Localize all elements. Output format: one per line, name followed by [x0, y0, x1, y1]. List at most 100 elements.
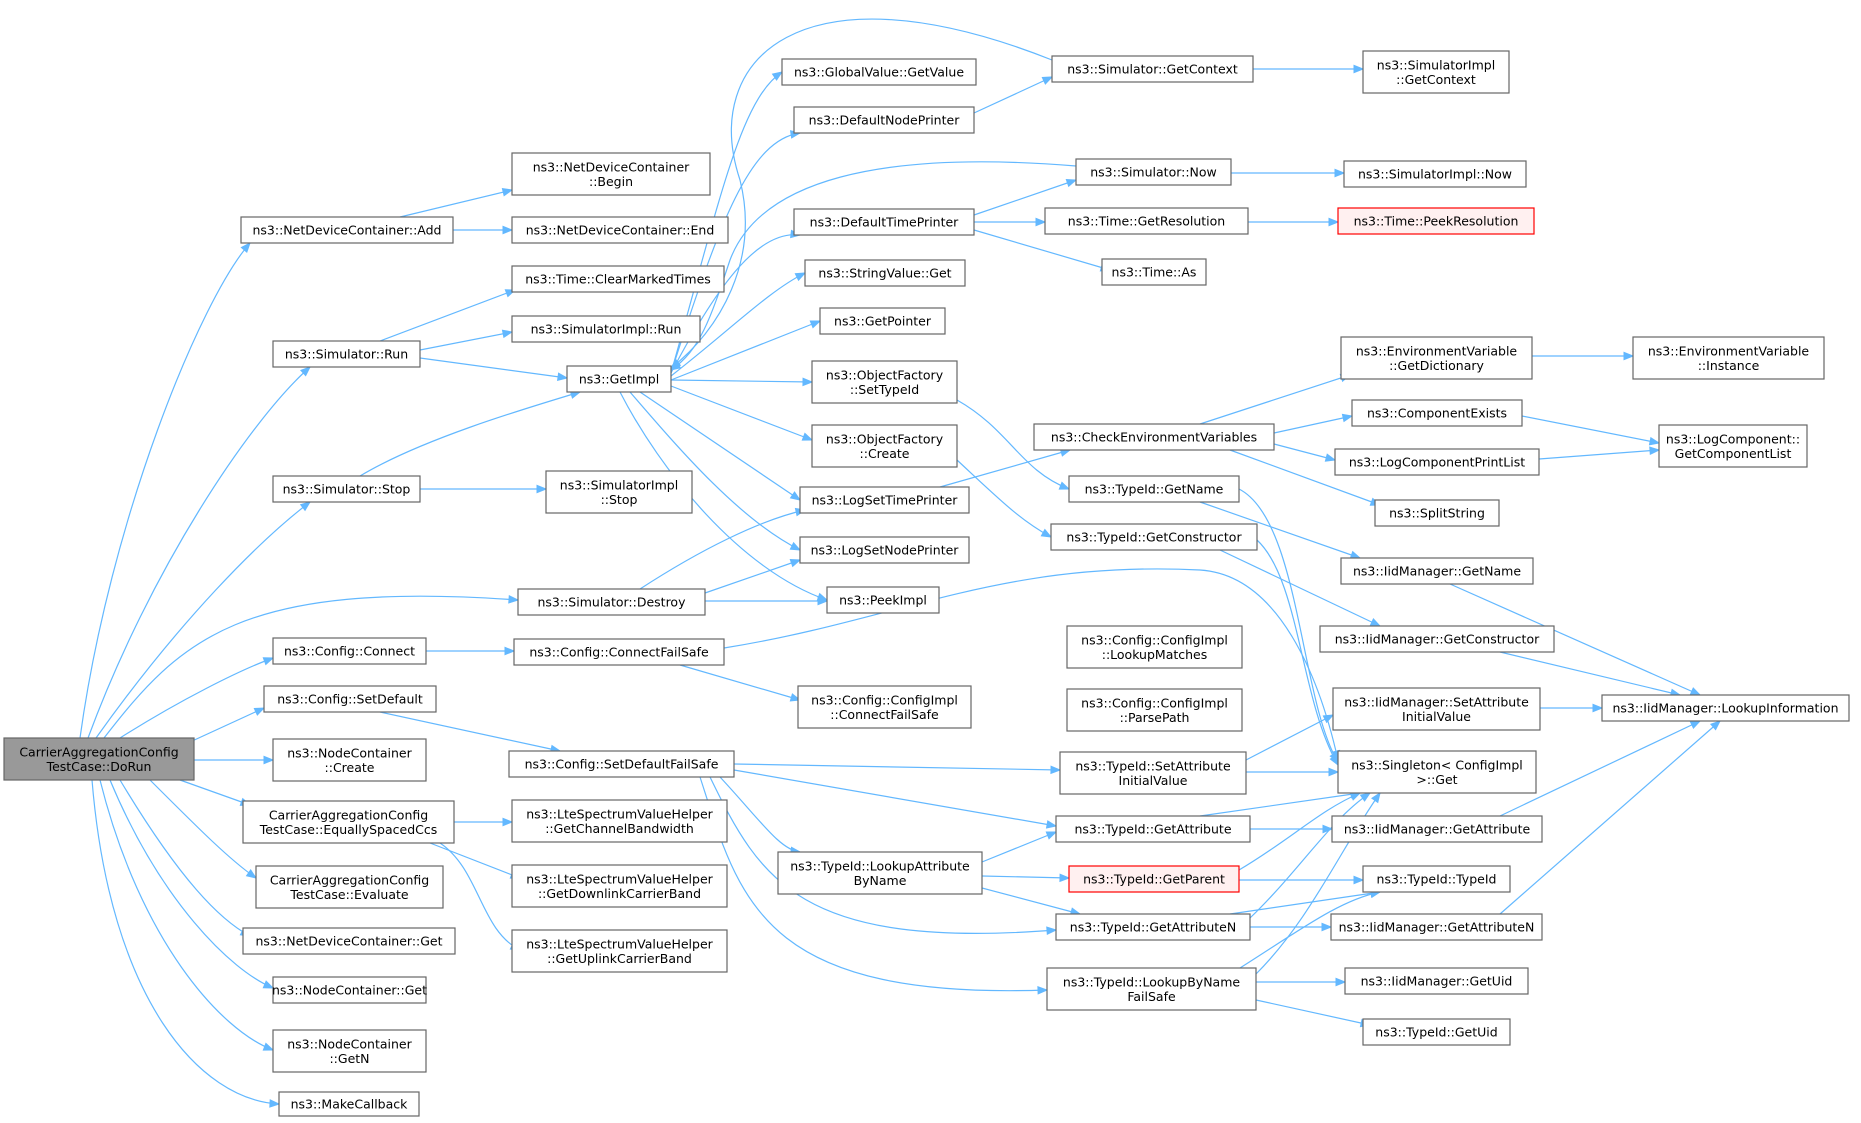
node-simimpl_stop[interactable]: ns3::SimulatorImpl::Stop: [545, 470, 693, 514]
node-logcompprint[interactable]: ns3::LogComponentPrintList: [1334, 448, 1540, 476]
node-time_getres[interactable]: ns3::Time::GetResolution: [1044, 207, 1249, 235]
node-sim_stop[interactable]: ns3::Simulator::Stop: [272, 475, 421, 503]
node-time_clear[interactable]: ns3::Time::ClearMarkedTimes: [511, 265, 725, 293]
node-lte_dl[interactable]: ns3::LteSpectrumValueHelper::GetDownlink…: [511, 864, 728, 908]
node-label: ns3::Time::PeekResolution: [1354, 214, 1519, 229]
node-iid_getattr[interactable]: ns3::IidManager::GetAttribute: [1331, 815, 1543, 843]
arrowhead: [1328, 217, 1340, 227]
node-box: [511, 929, 728, 973]
node-time_peekres[interactable]: ns3::Time::PeekResolution: [1337, 207, 1535, 235]
edge-ndc_add-to-ndc_end: [453, 225, 514, 235]
node-getpointer[interactable]: ns3::GetPointer: [819, 307, 946, 335]
node-getimpl[interactable]: ns3::GetImpl: [566, 365, 672, 393]
edge-cfg_setdefaultfs-to-tid_lookupattr: [719, 776, 802, 856]
node-nc_get[interactable]: ns3::NodeContainer::Get: [272, 976, 427, 1004]
edge-root-to-cfg_connect: [119, 657, 275, 739]
node-sim_destroy[interactable]: ns3::Simulator::Destroy: [517, 588, 706, 616]
node-cfg_connect[interactable]: ns3::Config::Connect: [272, 637, 427, 665]
node-box: [511, 265, 725, 293]
node-envvar_getdict[interactable]: ns3::EnvironmentVariable::GetDictionary: [1340, 336, 1533, 380]
node-box: [508, 750, 735, 778]
edge-tid_setattrinit-to-singleton_get: [1246, 767, 1340, 777]
node-box: [242, 800, 455, 844]
node-cfg_setdefaultfs[interactable]: ns3::Config::SetDefaultFailSafe: [508, 750, 735, 778]
node-defnodeprinter[interactable]: ns3::DefaultNodePrinter: [793, 106, 975, 134]
node-nc_create[interactable]: ns3::NodeContainer::Create: [272, 738, 427, 782]
node-iid_getctor[interactable]: ns3::IidManager::GetConstructor: [1319, 625, 1555, 653]
edge-tid_getattr-to-iid_getattr: [1250, 824, 1334, 834]
arrowhead: [504, 646, 516, 656]
node-tid_getattrn[interactable]: ns3::TypeId::GetAttributeN: [1055, 913, 1251, 941]
node-tid_typeid[interactable]: ns3::TypeId::TypeId: [1362, 865, 1511, 893]
node-cfgimpl_connectfs[interactable]: ns3::Config::ConfigImpl::ConnectFailSafe: [797, 685, 972, 729]
node-nc_getn[interactable]: ns3::NodeContainer::GetN: [272, 1029, 427, 1073]
node-envvar_instance[interactable]: ns3::EnvironmentVariable::Instance: [1632, 336, 1825, 380]
node-cfg_setdefault[interactable]: ns3::Config::SetDefault: [263, 685, 437, 713]
edge-getimpl-to-sv_get: [670, 272, 807, 377]
node-ndc_get[interactable]: ns3::NetDeviceContainer::Get: [242, 927, 456, 955]
node-box: [545, 470, 693, 514]
node-iid_getattrn[interactable]: ns3::IidManager::GetAttributeN: [1330, 913, 1543, 941]
node-checkenv[interactable]: ns3::CheckEnvironmentVariables: [1033, 423, 1275, 451]
arrowhead: [771, 71, 784, 81]
node-lte_ul[interactable]: ns3::LteSpectrumValueHelper::GetUplinkCa…: [511, 929, 728, 973]
node-gv_getvalue[interactable]: ns3::GlobalValue::GetValue: [781, 58, 977, 86]
node-tid_getparent[interactable]: ns3::TypeId::GetParent: [1068, 865, 1240, 893]
node-logcomp_getlist[interactable]: ns3::LogComponent::GetComponentList: [1658, 424, 1808, 468]
node-tid_getuid[interactable]: ns3::TypeId::GetUid: [1362, 1018, 1511, 1046]
node-ndc_begin[interactable]: ns3::NetDeviceContainer::Begin: [511, 152, 711, 196]
edge-line: [1538, 449, 1660, 460]
node-box: [513, 638, 725, 666]
node-singleton_get[interactable]: ns3::Singleton< ConfigImpl>::Get: [1337, 750, 1537, 794]
node-cfgimpl_parse[interactable]: ns3::Config::ConfigImpl::ParsePath: [1066, 688, 1243, 732]
node-deftimeprinter[interactable]: ns3::DefaultTimePrinter: [793, 208, 975, 236]
node-label: ns3::GetPointer: [834, 314, 932, 329]
node-eq_ccs[interactable]: CarrierAggregationConfigTestCase::Equall…: [242, 800, 455, 844]
node-iid_getname[interactable]: ns3::IidManager::GetName: [1340, 557, 1534, 585]
node-ndc_end[interactable]: ns3::NetDeviceContainer::End: [511, 216, 729, 244]
node-sim_now[interactable]: ns3::Simulator::Now: [1075, 158, 1232, 186]
node-cfg_connectfs[interactable]: ns3::Config::ConnectFailSafe: [513, 638, 725, 666]
node-tid_getname[interactable]: ns3::TypeId::GetName: [1068, 475, 1240, 503]
node-box: [1343, 160, 1527, 188]
node-iid_setattrinit[interactable]: ns3::IidManager::SetAttributeInitialValu…: [1332, 687, 1541, 731]
node-sv_get[interactable]: ns3::StringValue::Get: [804, 259, 966, 287]
node-of_settypeid[interactable]: ns3::ObjectFactory::SetTypeId: [811, 360, 958, 404]
node-logsetnode[interactable]: ns3::LogSetNodePrinter: [799, 536, 970, 564]
node-label: ns3::TypeId::GetAttribute: [1074, 822, 1231, 837]
node-iid_getuid[interactable]: ns3::IidManager::GetUid: [1344, 967, 1529, 995]
node-iid_lookupinfo[interactable]: ns3::IidManager::LookupInformation: [1601, 694, 1850, 722]
node-sim_getcontext[interactable]: ns3::Simulator::GetContext: [1051, 55, 1254, 83]
node-time_as[interactable]: ns3::Time::As: [1101, 258, 1207, 286]
node-lte_bw[interactable]: ns3::LteSpectrumValueHelper::GetChannelB…: [511, 799, 728, 843]
node-box: [511, 315, 701, 343]
node-box: [3, 737, 195, 781]
node-label: ns3::SimulatorImpl: [560, 477, 678, 492]
node-peekimpl[interactable]: ns3::PeekImpl: [826, 586, 940, 614]
node-tid_getctor[interactable]: ns3::TypeId::GetConstructor: [1050, 523, 1258, 551]
arrowhead: [809, 320, 822, 329]
node-ndc_add[interactable]: ns3::NetDeviceContainer::Add: [240, 216, 454, 244]
node-simimpl_now[interactable]: ns3::SimulatorImpl::Now: [1343, 160, 1527, 188]
node-cfgimpl_lookup[interactable]: ns3::Config::ConfigImpl::LookupMatches: [1066, 625, 1243, 669]
node-sim_run[interactable]: ns3::Simulator::Run: [272, 340, 421, 368]
node-simimpl_run[interactable]: ns3::SimulatorImpl::Run: [511, 315, 701, 343]
node-compexists[interactable]: ns3::ComponentExists: [1351, 399, 1523, 427]
node-label: ns3::Simulator::Destroy: [538, 595, 687, 610]
arrowhead: [1059, 873, 1071, 883]
arrowhead: [1065, 178, 1078, 188]
node-simimpl_getcontext[interactable]: ns3::SimulatorImpl::GetContext: [1362, 50, 1510, 94]
node-evaluate[interactable]: CarrierAggregationConfigTestCase::Evalua…: [255, 865, 444, 909]
node-tid_getattr[interactable]: ns3::TypeId::GetAttribute: [1055, 815, 1251, 843]
edge-tid_getctor-to-singleton_get: [1256, 539, 1339, 767]
node-makecb[interactable]: ns3::MakeCallback: [278, 1091, 420, 1117]
node-splitstring[interactable]: ns3::SplitString: [1374, 499, 1500, 527]
node-of_create[interactable]: ns3::ObjectFactory::Create: [811, 424, 958, 468]
node-label: ns3::Simulator::Stop: [283, 482, 411, 497]
node-logsettime[interactable]: ns3::LogSetTimePrinter: [799, 486, 970, 514]
